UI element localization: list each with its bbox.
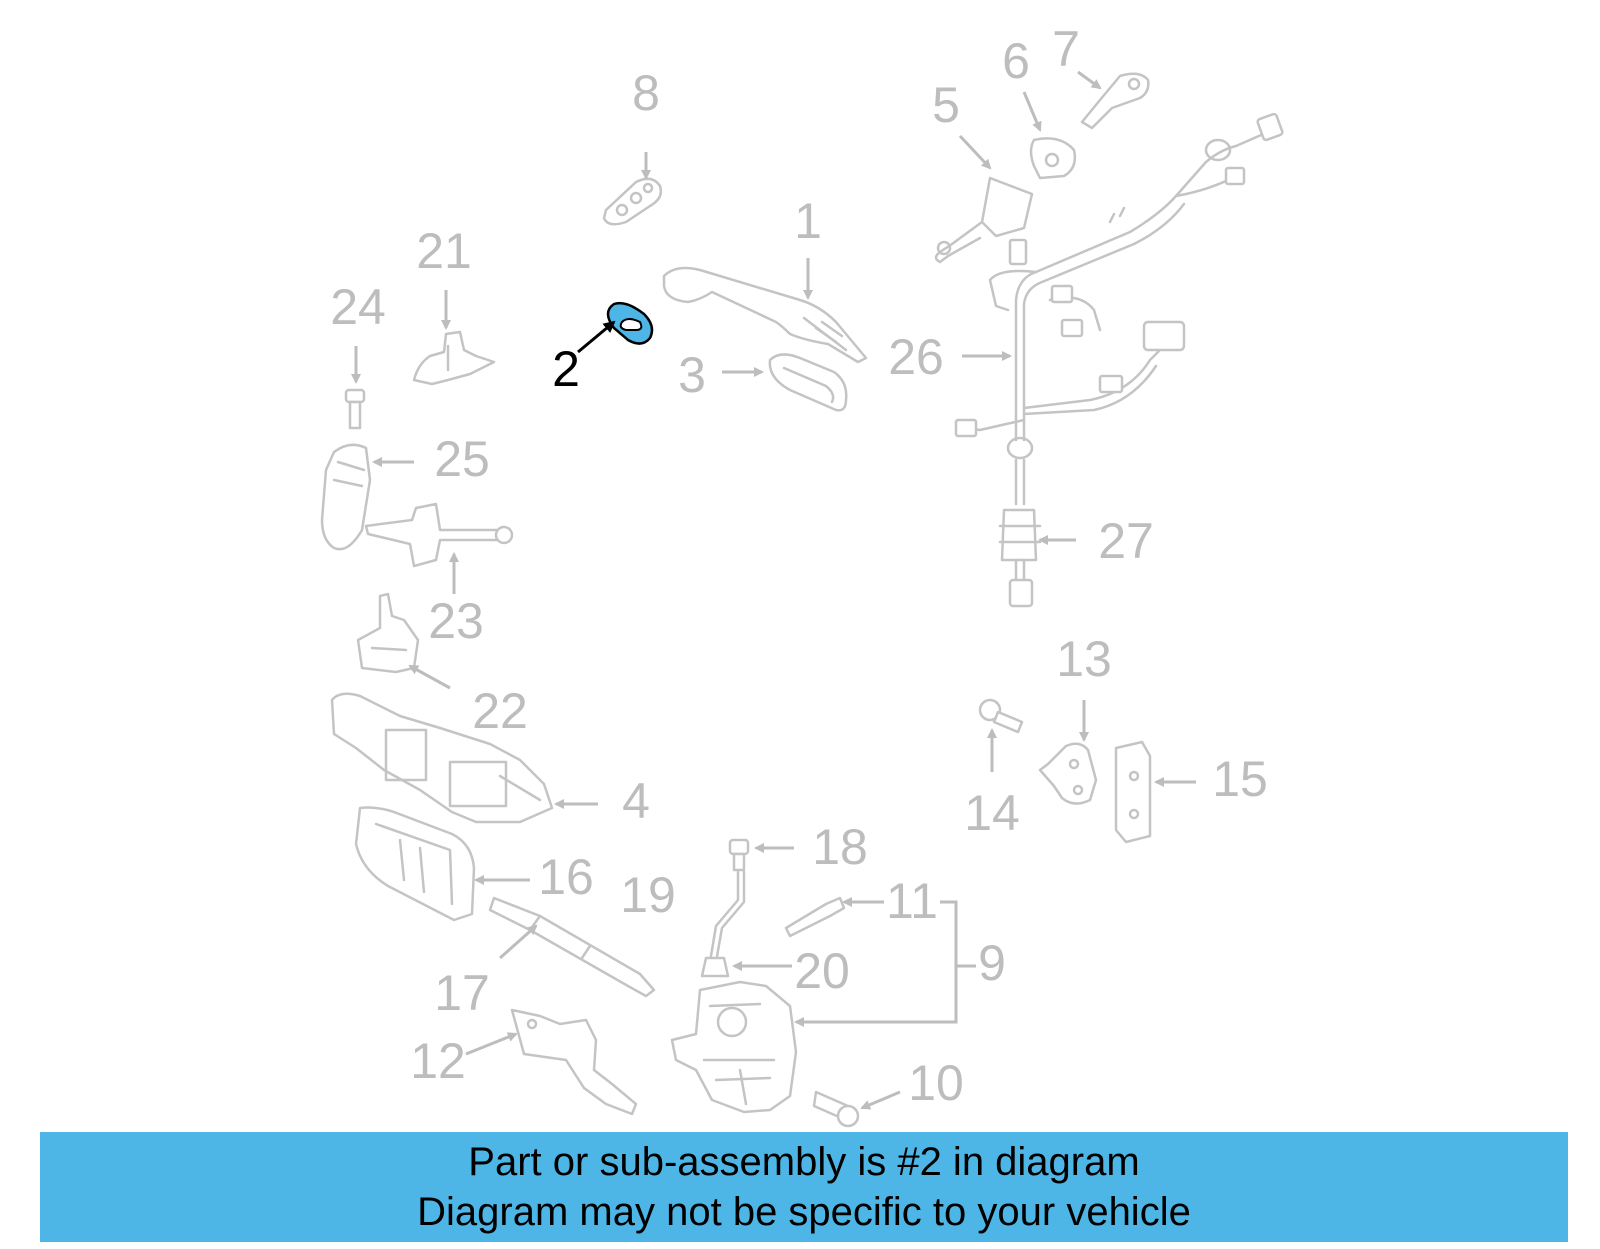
banner-line-1: Part or sub-assembly is #2 in diagram: [468, 1140, 1140, 1184]
label-part-22: 22: [472, 683, 528, 739]
part-16-inner-handle: [354, 806, 476, 922]
part-12-bracket: [510, 1008, 638, 1116]
leader-arrows: [351, 70, 1196, 1110]
label-part-13: 13: [1056, 631, 1112, 687]
part-15-hinge-plate: [1114, 740, 1152, 844]
label-part-4: 4: [622, 773, 650, 829]
part-5-lock-cylinder: [934, 176, 1034, 264]
label-part-14: 14: [964, 785, 1020, 841]
part-13-hinge-plate: [1038, 742, 1098, 805]
label-part-19: 19: [620, 867, 676, 923]
part-26-wiring-harness: [954, 112, 1284, 506]
part-27-grommet: [998, 508, 1042, 608]
part-18-screw: [728, 838, 750, 872]
label-part-15: 15: [1212, 751, 1268, 807]
label-part-27: 27: [1098, 513, 1154, 569]
label-part-10: 10: [908, 1055, 964, 1111]
part-19-rod: [708, 870, 746, 964]
label-part-16: 16: [538, 849, 594, 905]
part-22-bracket: [356, 592, 420, 674]
part-21-bracket: [412, 330, 496, 386]
label-part-8: 8: [632, 65, 660, 121]
label-part-26: 26: [888, 329, 944, 385]
label-part-1: 1: [794, 193, 822, 249]
label-part-7: 7: [1052, 21, 1080, 77]
info-banner: Part or sub-assembly is #2 in diagram Di…: [40, 1132, 1568, 1242]
label-part-11: 11: [886, 873, 938, 929]
part-4-handle-carrier: [330, 692, 554, 824]
part-14-bolt: [978, 698, 1024, 734]
part-9-latch: [670, 980, 798, 1114]
part-10-bolt: [812, 1090, 860, 1128]
part-3-handle-cup: [768, 353, 848, 412]
part-11-pin: [784, 896, 846, 938]
label-part-3: 3: [678, 347, 706, 403]
label-part-2: 2: [552, 341, 580, 397]
label-part-17: 17: [434, 965, 490, 1021]
label-part-18: 18: [812, 819, 868, 875]
label-part-21: 21: [416, 223, 472, 279]
label-part-20: 20: [794, 943, 850, 999]
label-part-6: 6: [1002, 33, 1030, 89]
part-7-lever: [1080, 72, 1150, 130]
label-part-24: 24: [330, 279, 386, 335]
part-1-outside-handle: [662, 266, 868, 364]
part-20-grommet: [700, 956, 730, 978]
label-part-23: 23: [428, 593, 484, 649]
label-part-9: 9: [978, 935, 1006, 991]
label-part-25: 25: [434, 431, 490, 487]
part-8-key-fob: [602, 177, 663, 226]
part-24-bolt: [344, 388, 366, 430]
part-6-cylinder-housing: [1029, 137, 1077, 180]
label-part-5: 5: [932, 77, 960, 133]
part-25-cover: [320, 443, 372, 551]
label-part-12: 12: [410, 1033, 466, 1089]
part-23-check-link: [364, 502, 514, 568]
part-2-handle-bezel: [606, 301, 654, 345]
banner-line-2: Diagram may not be specific to your vehi…: [417, 1190, 1191, 1234]
